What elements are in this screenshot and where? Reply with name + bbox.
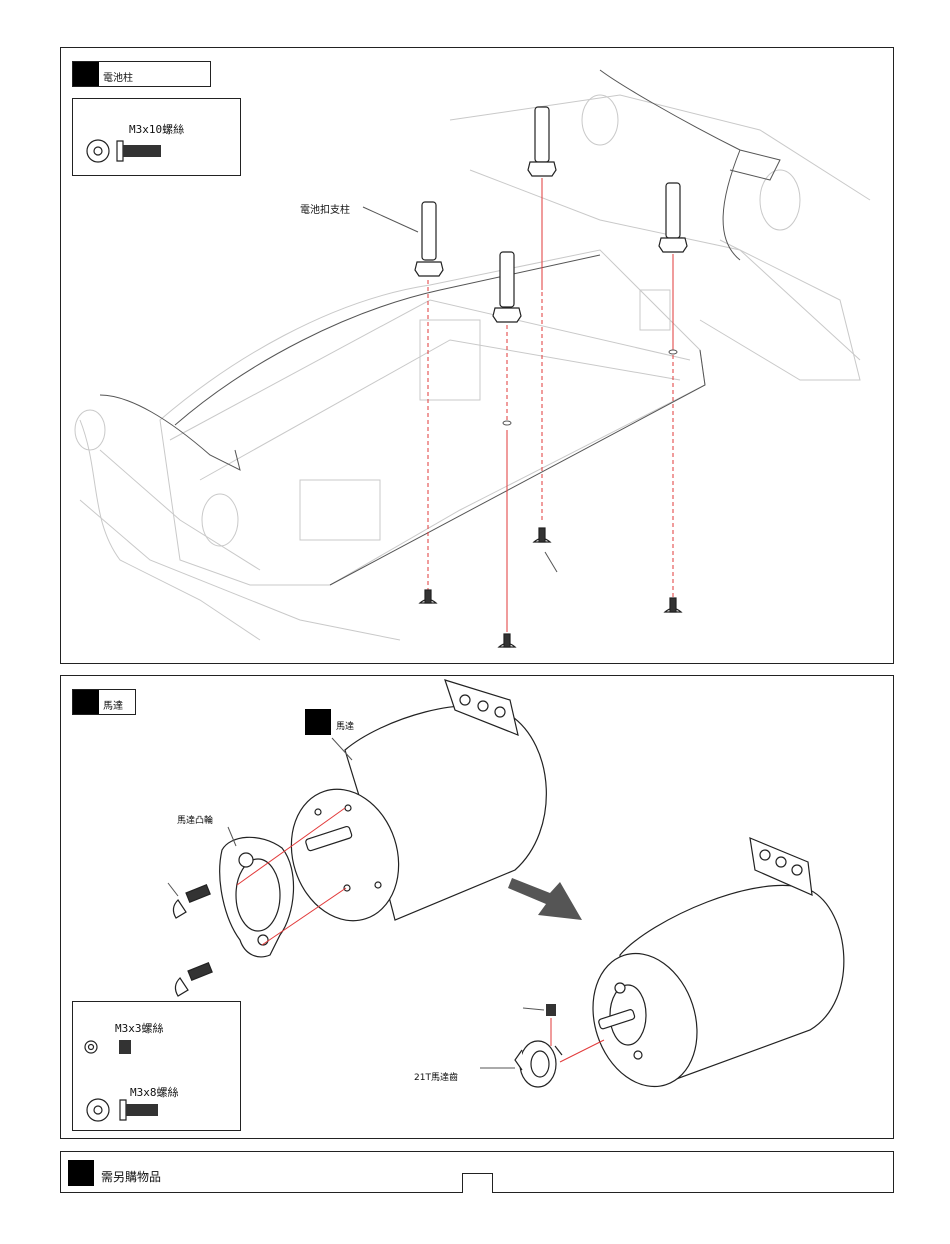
footer-number-block — [68, 1160, 94, 1186]
motor-mount-label: 馬達凸輪 — [177, 813, 213, 826]
step2-header: 馬達 — [72, 689, 136, 715]
m3x3-screw-label: M3x3螺絲 — [115, 1020, 164, 1036]
assembly-arrow — [508, 878, 582, 920]
footer-tab — [462, 1173, 493, 1193]
motor-tag-label: 馬達 — [336, 719, 354, 732]
m3x8-screw-label: M3x8螺絲 — [130, 1084, 179, 1100]
step2-number-block — [73, 690, 99, 714]
motor-tag-block — [305, 709, 331, 735]
footer-title: 需另購物品 — [101, 1168, 161, 1185]
pinion-label: 21T馬達齒 — [414, 1070, 458, 1083]
step2-parts-box: M3x3螺絲 M3x8螺絲 — [72, 1001, 241, 1131]
step2-title: 馬達 — [103, 697, 123, 712]
